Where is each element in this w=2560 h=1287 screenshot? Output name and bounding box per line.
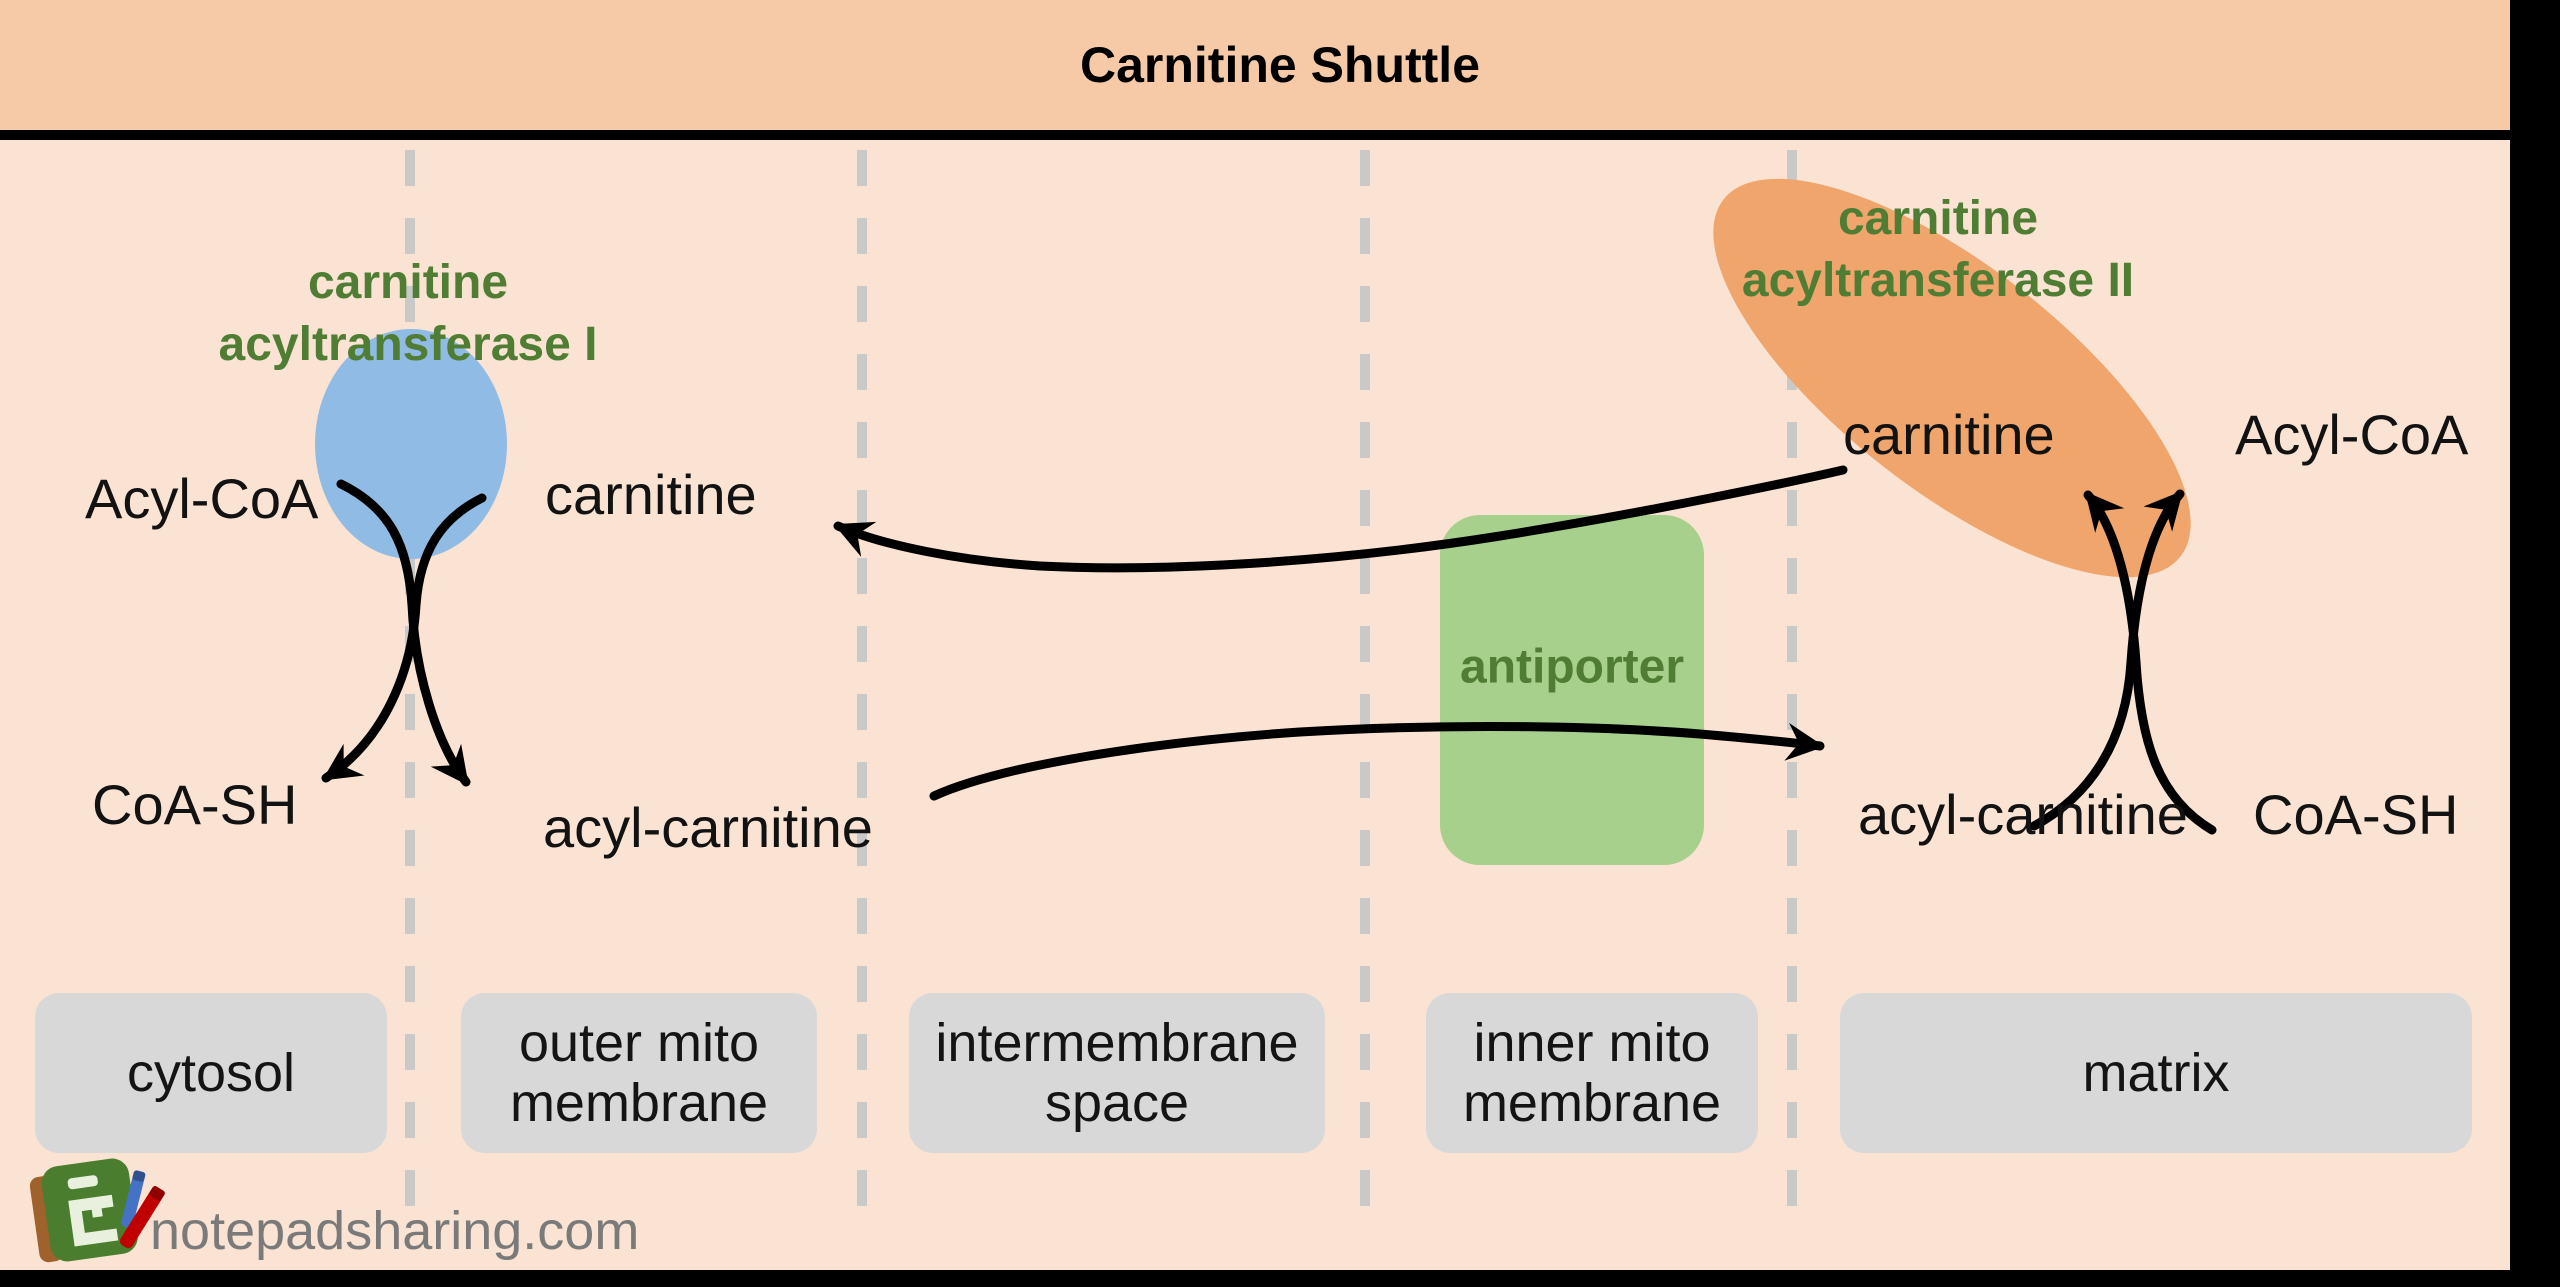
compartment-label: matrix <box>2082 1043 2230 1103</box>
left-coa-sh-label: CoA-SH <box>92 773 298 836</box>
compartment-matrix: matrix <box>1840 993 2472 1153</box>
left-carnitine-label: carnitine <box>545 463 757 526</box>
compartment-cytosol: cytosol <box>35 993 387 1153</box>
title-bar: Carnitine Shuttle <box>0 0 2560 140</box>
cat2-arrow-acylcarnitine-to-acylcoa <box>2029 489 2185 831</box>
arrow-acylcarnitine-transport <box>929 721 1825 801</box>
right-border <box>2510 0 2560 1287</box>
compartment-label: intermembrane space <box>935 1013 1299 1133</box>
bottom-border <box>0 1270 2560 1287</box>
right-acyl-coa-label: Acyl-CoA <box>2235 403 2469 466</box>
cat1-label-line2: acyltransferase I <box>218 318 598 371</box>
right-acyl-carnitine-label: acyl-carnitine <box>1858 783 2188 846</box>
left-acyl-carnitine-label: acyl-carnitine <box>543 796 873 859</box>
cat2-label-line2: acyltransferase II <box>1741 254 2135 307</box>
left-acyl-coa-label: Acyl-CoA <box>85 467 319 530</box>
antiporter-box <box>1440 515 1704 865</box>
right-coa-sh-label: CoA-SH <box>2253 783 2459 846</box>
compartment-label: cytosol <box>126 1043 296 1103</box>
antiporter-label: antiporter <box>1459 640 1685 694</box>
compartment-inner-mito-membrane: inner mito membrane <box>1426 993 1758 1153</box>
cat2-label-line1: carnitine <box>1837 192 2039 245</box>
watermark-text: notepadsharing.com <box>150 1201 640 1261</box>
compartment-intermembrane-space: intermembrane space <box>909 993 1325 1153</box>
compartment-label: inner mito membrane <box>1462 1013 1722 1133</box>
cat1-enzyme-label: carnitine acyltransferase I <box>219 252 598 376</box>
arrow-carnitine-return <box>833 465 1848 573</box>
compartment-label: outer mito membrane <box>509 1013 769 1133</box>
notepadsharing-logo-icon <box>29 1158 165 1263</box>
compartment-outer-mito-membrane: outer mito membrane <box>461 993 817 1153</box>
cat1-label-line1: carnitine <box>307 256 509 309</box>
cat1-arrow-carnitine-to-coash <box>321 493 487 783</box>
cat2-enzyme-ellipse <box>1713 178 2191 578</box>
right-carnitine-label: carnitine <box>1843 403 2055 466</box>
page-title: Carnitine Shuttle <box>1079 37 1481 93</box>
cat2-arrow-coash-to-carnitine <box>2083 490 2217 835</box>
cat2-enzyme-label: carnitine acyltransferase II <box>1742 188 2134 312</box>
